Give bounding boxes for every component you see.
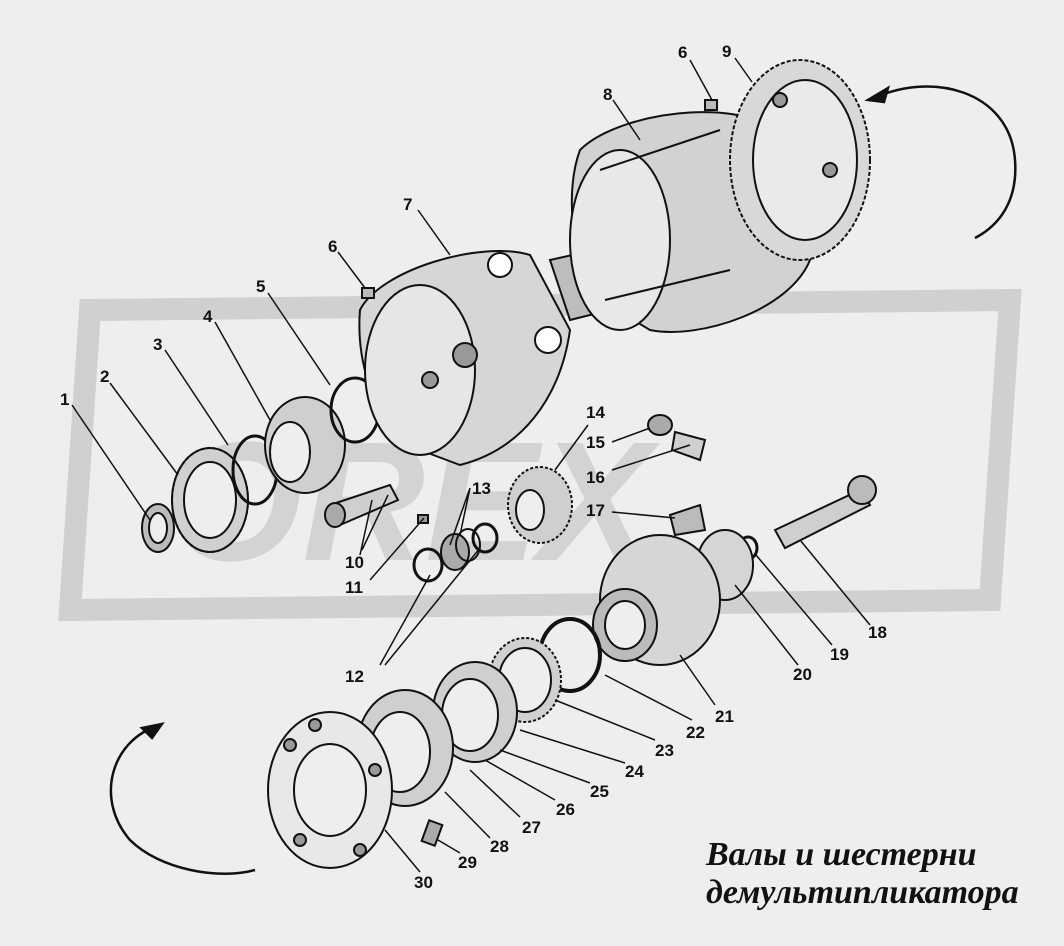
callout-6b: 6	[678, 43, 687, 62]
callout-23: 23	[655, 741, 674, 760]
callout-26: 26	[556, 800, 575, 819]
washer-part-12b	[471, 522, 499, 554]
callout-27: 27	[522, 818, 541, 837]
gear-part-14	[507, 466, 573, 544]
callout-3: 3	[153, 335, 162, 354]
cover-part-30	[267, 711, 393, 869]
callout-29: 29	[458, 853, 477, 872]
callout-14: 14	[586, 403, 605, 422]
callout-17: 17	[586, 501, 605, 520]
callout-15: 15	[586, 433, 605, 452]
callout-1: 1	[60, 390, 69, 409]
callout-11: 11	[345, 578, 363, 597]
diagram-caption: Валы и шестерни демультипликатора	[705, 836, 1019, 911]
callout-16: 16	[586, 468, 605, 487]
callout-13: 13	[472, 479, 491, 498]
callout-4: 4	[203, 307, 213, 326]
caption-line-1: Валы и шестерни	[705, 836, 977, 873]
ring-gear-part-2	[171, 447, 249, 553]
rotation-arrow-bottom-left-icon	[109, 722, 256, 875]
callout-21: 21	[715, 707, 734, 726]
caption-line-2: демультипликатора	[706, 874, 1019, 911]
bearing-part-25	[432, 661, 518, 763]
lock-plate-part-17	[668, 503, 707, 537]
callout-22: 22	[686, 723, 705, 742]
tab-part-6b	[704, 99, 718, 111]
callout-10: 10	[345, 553, 364, 572]
callout-30: 30	[414, 873, 433, 892]
callout-28: 28	[490, 837, 509, 856]
callout-9: 9	[722, 42, 731, 61]
needle-bearing-part-1	[141, 503, 175, 553]
rotation-arrow-top-right-icon	[864, 85, 1017, 240]
spring-part-15	[647, 414, 673, 436]
planet-carrier-part-7	[358, 250, 572, 467]
stud-part-29	[420, 818, 444, 848]
bolt-part-18	[773, 475, 877, 550]
callout-12: 12	[345, 667, 364, 686]
callout-25: 25	[590, 782, 609, 801]
flange-part-21	[592, 534, 721, 666]
callout-2: 2	[100, 367, 109, 386]
tab-part-6a	[361, 287, 375, 299]
callout-6a: 6	[328, 237, 337, 256]
parts	[141, 59, 877, 869]
callout-24: 24	[625, 762, 644, 781]
large-ring-gear-part-9	[729, 59, 871, 261]
callout-7: 7	[403, 195, 412, 214]
callout-8: 8	[603, 85, 612, 104]
callout-5: 5	[256, 277, 265, 296]
callout-labels: 1 2 3 4 5 6 6 7 8 9 10 11 12 13 14 15 16…	[60, 42, 887, 892]
callout-18: 18	[868, 623, 887, 642]
callout-19: 19	[830, 645, 849, 664]
pin-part-10	[324, 483, 400, 528]
leader-lines	[71, 57, 871, 873]
splined-gear-part-4	[264, 396, 346, 494]
washer-part-12a	[412, 547, 444, 583]
spring-part-13	[440, 528, 481, 571]
callout-20: 20	[793, 665, 812, 684]
